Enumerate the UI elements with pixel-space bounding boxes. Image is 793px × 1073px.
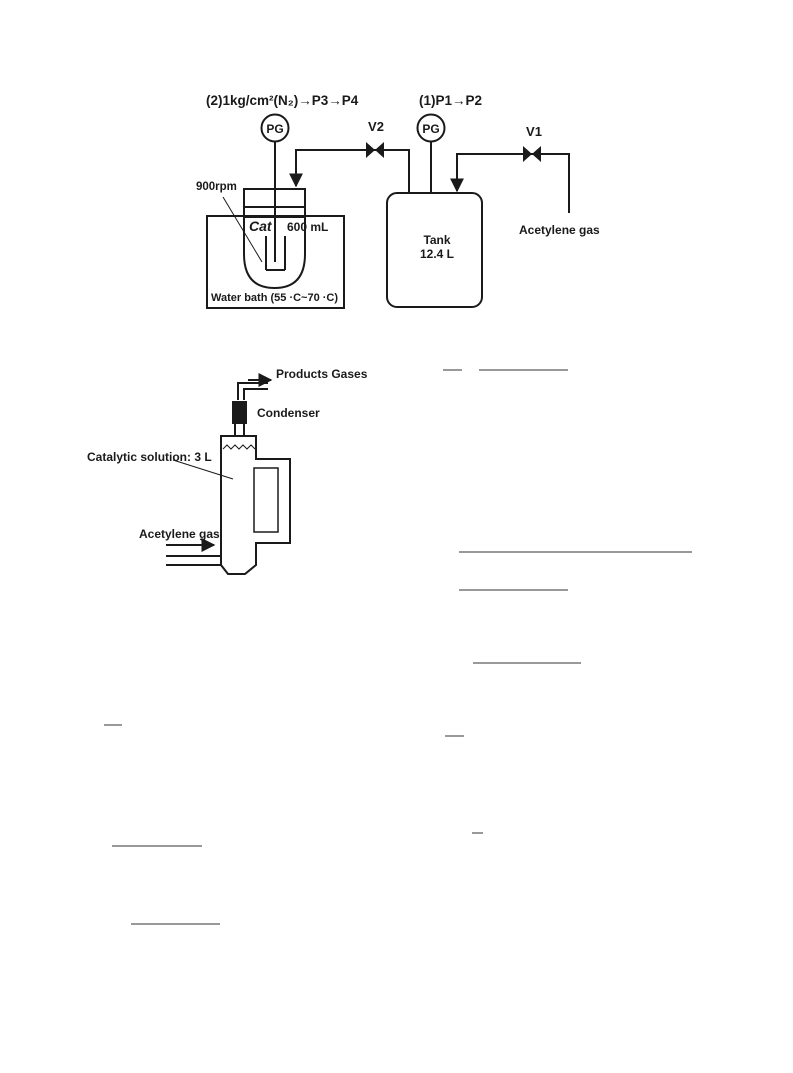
pressure-gauge-left-label: PG [266,122,283,136]
pressure-gauge-left-icon [260,113,290,262]
inlet-label: Acetylene gas [139,527,220,541]
pressure-gauge-right-label: PG [422,122,439,136]
step1-label: (1)P1→P2 [419,93,482,108]
valve-v2-label: V2 [368,119,384,134]
tank-title: Tank [423,233,450,247]
pipe-tank-to-reactor [289,149,410,193]
solution-label: Catalytic solution: 3 L [87,450,212,464]
products-label: Products Gases [276,367,368,381]
pressure-gauge-right-icon [416,113,446,193]
tank-volume: 12.4 L [420,247,454,261]
reactor-vessel [243,188,306,290]
water-bath-label: Water bath (55 ·C~70 ·C) [211,292,338,304]
page-rules [104,369,692,925]
condenser-label: Condenser [257,406,320,420]
acetylene-source-label: Acetylene gas [519,223,600,237]
liquid-surface [222,444,256,450]
outlet-pipe-outer [237,382,268,400]
rpm-leader-line [222,196,263,263]
stirrer-icon [265,236,286,271]
draft-tube [253,467,279,533]
batch-reactor-figure: (2)1kg/cm²(N₂)→P3→P4 (1)P1→P2 PG PG V2 V… [196,93,600,309]
reactor-volume-label: 600 mL [287,220,328,234]
condenser-icon [232,401,247,424]
valve-v2-icon [366,142,384,158]
valve-v1-icon [523,146,541,162]
reactor-column [220,435,291,575]
stirrer-speed-label: 900rpm [196,181,237,193]
pipe-source-to-tank [450,153,570,213]
outlet-pipe-inner [243,388,268,400]
valve-v1-label: V1 [526,124,542,139]
gas-tank [386,192,483,308]
step2-label: (2)1kg/cm²(N₂)→P3→P4 [206,93,359,108]
continuous-reactor-figure: Products Gases Condenser Acetylene gas C… [87,367,368,575]
catalyst-label: Cat [249,218,273,234]
solution-leader-line [172,459,234,480]
